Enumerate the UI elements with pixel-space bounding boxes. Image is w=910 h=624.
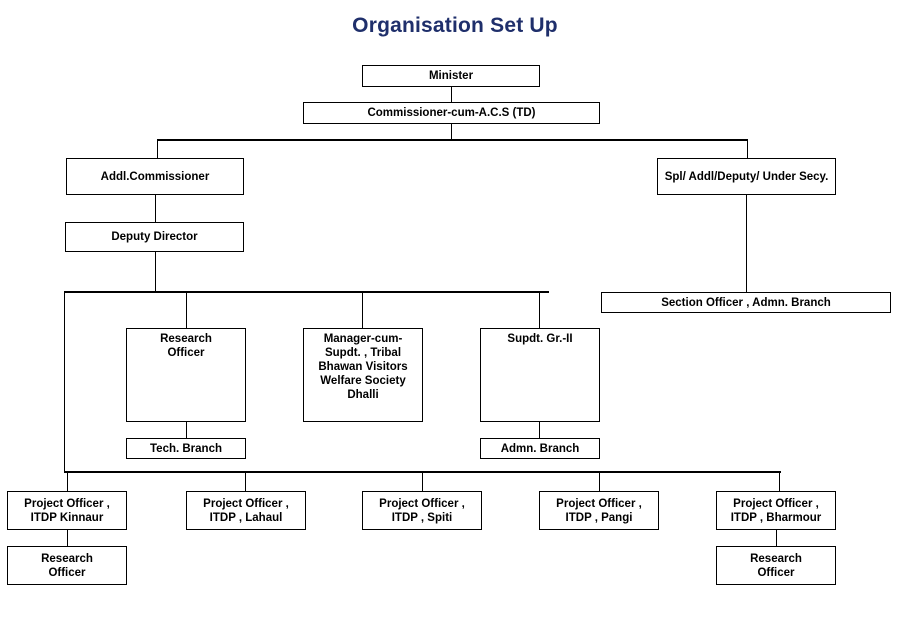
node-spl-addl-deputy-under-secy[interactable]: Spl/ Addl/Deputy/ Under Secy. — [657, 158, 836, 195]
connector-commissioner-to-bus — [451, 124, 452, 140]
node-project-officer-itdp-lahaul[interactable]: Project Officer , ITDP , Lahaul — [186, 491, 306, 530]
node-research-officer-hq[interactable]: Research Officer — [126, 328, 246, 422]
node-manager-cum-supdt[interactable]: Manager-cum- Supdt. , Tribal Bhawan Visi… — [303, 328, 423, 422]
node-section-officer-admn-branch[interactable]: Section Officer , Admn. Branch — [601, 292, 891, 313]
connector-deputy-director-to-bus — [155, 252, 156, 292]
connector-bus-to-spl-secy — [747, 139, 748, 158]
node-commissioner[interactable]: Commissioner-cum-A.C.S (TD) — [303, 102, 600, 124]
node-deputy-director[interactable]: Deputy Director — [65, 222, 244, 252]
bus-level3 — [157, 139, 748, 141]
connector-po-kinnaur-to-research-officer — [67, 530, 68, 546]
connector-bus-to-po-pangi — [599, 471, 600, 491]
connector-addl-commissioner-to-deputy-director — [155, 195, 156, 222]
node-admn-branch[interactable]: Admn. Branch — [480, 438, 600, 459]
connector-bus-to-po-kinnaur — [67, 471, 68, 491]
node-tech-branch[interactable]: Tech. Branch — [126, 438, 246, 459]
connector-spl-secy-to-section-officer — [746, 195, 747, 292]
connector-po-bharmour-to-research-officer — [776, 530, 777, 546]
connector-supdt-gr2-to-admn-branch — [539, 422, 540, 438]
node-supdt-gr2[interactable]: Supdt. Gr.-II — [480, 328, 600, 422]
connector-bus-to-manager-cum-supdt — [362, 291, 363, 328]
connector-minister-to-commissioner — [451, 87, 452, 102]
node-project-officer-itdp-bharmour[interactable]: Project Officer , ITDP , Bharmour — [716, 491, 836, 530]
bus-level5 — [64, 291, 549, 293]
node-addl-commissioner[interactable]: Addl.Commissioner — [66, 158, 244, 195]
connector-bus-to-po-lahaul — [245, 471, 246, 491]
connector-bus-to-po-bharmour — [779, 471, 780, 491]
node-project-officer-itdp-kinnaur[interactable]: Project Officer , ITDP Kinnaur — [7, 491, 127, 530]
node-project-officer-itdp-spiti[interactable]: Project Officer , ITDP , Spiti — [362, 491, 482, 530]
node-research-officer-kinnaur[interactable]: Research Officer — [7, 546, 127, 585]
connector-bus-to-research-officer — [186, 291, 187, 328]
connector-bus-to-supdt-gr2 — [539, 291, 540, 328]
connector-bus-to-po-spiti — [422, 471, 423, 491]
connector-bus-to-addl-commissioner — [157, 139, 158, 158]
node-minister[interactable]: Minister — [362, 65, 540, 87]
connector-research-officer-to-tech-branch — [186, 422, 187, 438]
connector-bus-to-project-officer-bus — [64, 291, 65, 472]
page-title: Organisation Set Up — [352, 14, 558, 37]
node-project-officer-itdp-pangi[interactable]: Project Officer , ITDP , Pangi — [539, 491, 659, 530]
node-research-officer-bharmour[interactable]: Research Officer — [716, 546, 836, 585]
